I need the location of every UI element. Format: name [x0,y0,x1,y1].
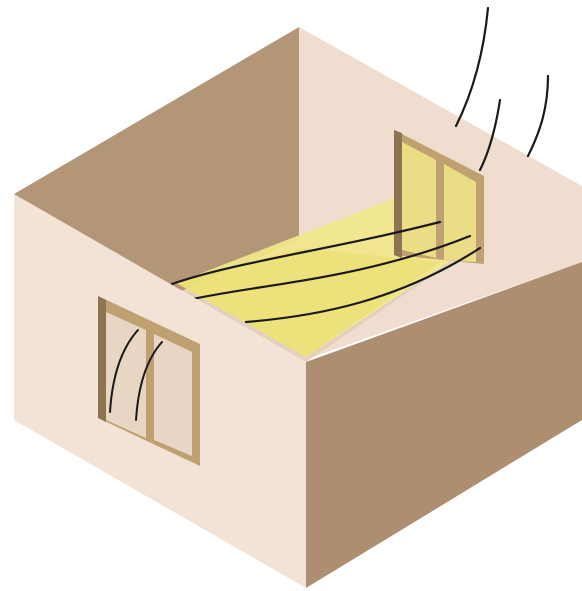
front-right-outer-wall [306,262,582,588]
sunlight-beam-shade [176,248,440,357]
window-front-left [98,296,200,466]
airflow-lines-icon [170,6,550,324]
